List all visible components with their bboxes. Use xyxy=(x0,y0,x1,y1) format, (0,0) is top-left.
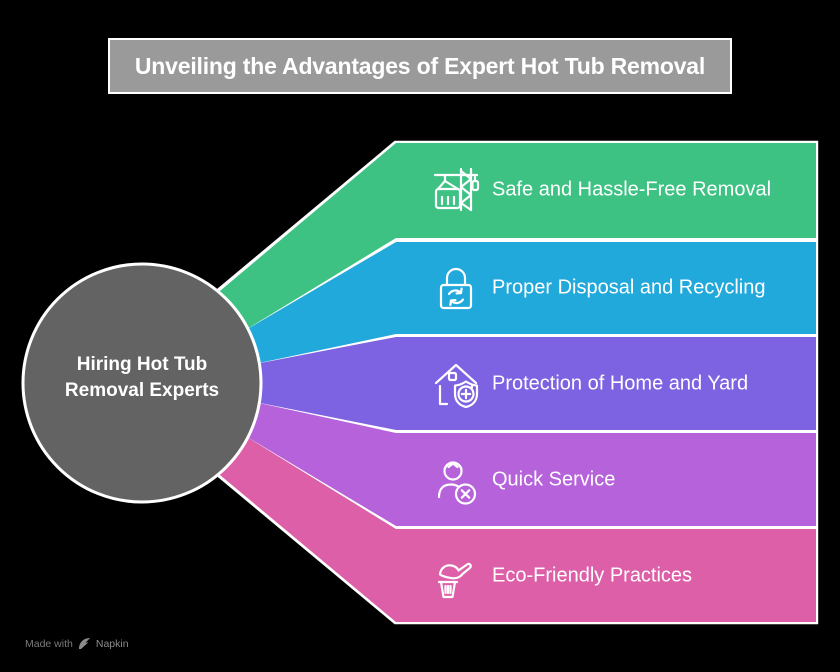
hub-label-line1: Hiring Hot Tub xyxy=(76,354,208,375)
watermark-prefix: Made with xyxy=(25,637,73,650)
title-banner: Unveiling the Advantages of Expert Hot T… xyxy=(108,38,732,94)
branch-label-1: Safe and Hassle-Free Removal xyxy=(492,178,772,201)
watermark: Made with Napkin xyxy=(25,637,129,650)
crane-container-icon xyxy=(433,167,480,212)
hub-label: Hiring Hot Tub Removal Experts xyxy=(32,352,252,404)
napkin-quill-icon xyxy=(78,638,90,649)
watermark-brand[interactable]: Napkin xyxy=(95,637,129,650)
branch-label-2: Proper Disposal and Recycling xyxy=(492,276,766,299)
branch-band-5[interactable] xyxy=(213,433,816,622)
house-shield-plus-icon xyxy=(434,363,479,409)
lock-recycle-icon xyxy=(439,267,473,310)
branch-label-4: Quick Service xyxy=(492,468,616,491)
branch-band-4[interactable] xyxy=(241,401,817,527)
branch-band-1[interactable] xyxy=(213,143,816,333)
branch-band-2[interactable] xyxy=(241,242,817,365)
branch-band-3[interactable] xyxy=(252,337,817,430)
page-title: Unveiling the Advantages of Expert Hot T… xyxy=(134,52,706,79)
hub-label-line2: Removal Experts xyxy=(64,380,220,401)
branch-label-5: Eco-Friendly Practices xyxy=(492,564,693,587)
person-x-icon xyxy=(437,461,477,505)
branch-label-3: Protection of Home and Yard xyxy=(492,372,749,395)
hub-circle[interactable] xyxy=(21,262,263,504)
hand-trash-icon xyxy=(437,562,472,599)
